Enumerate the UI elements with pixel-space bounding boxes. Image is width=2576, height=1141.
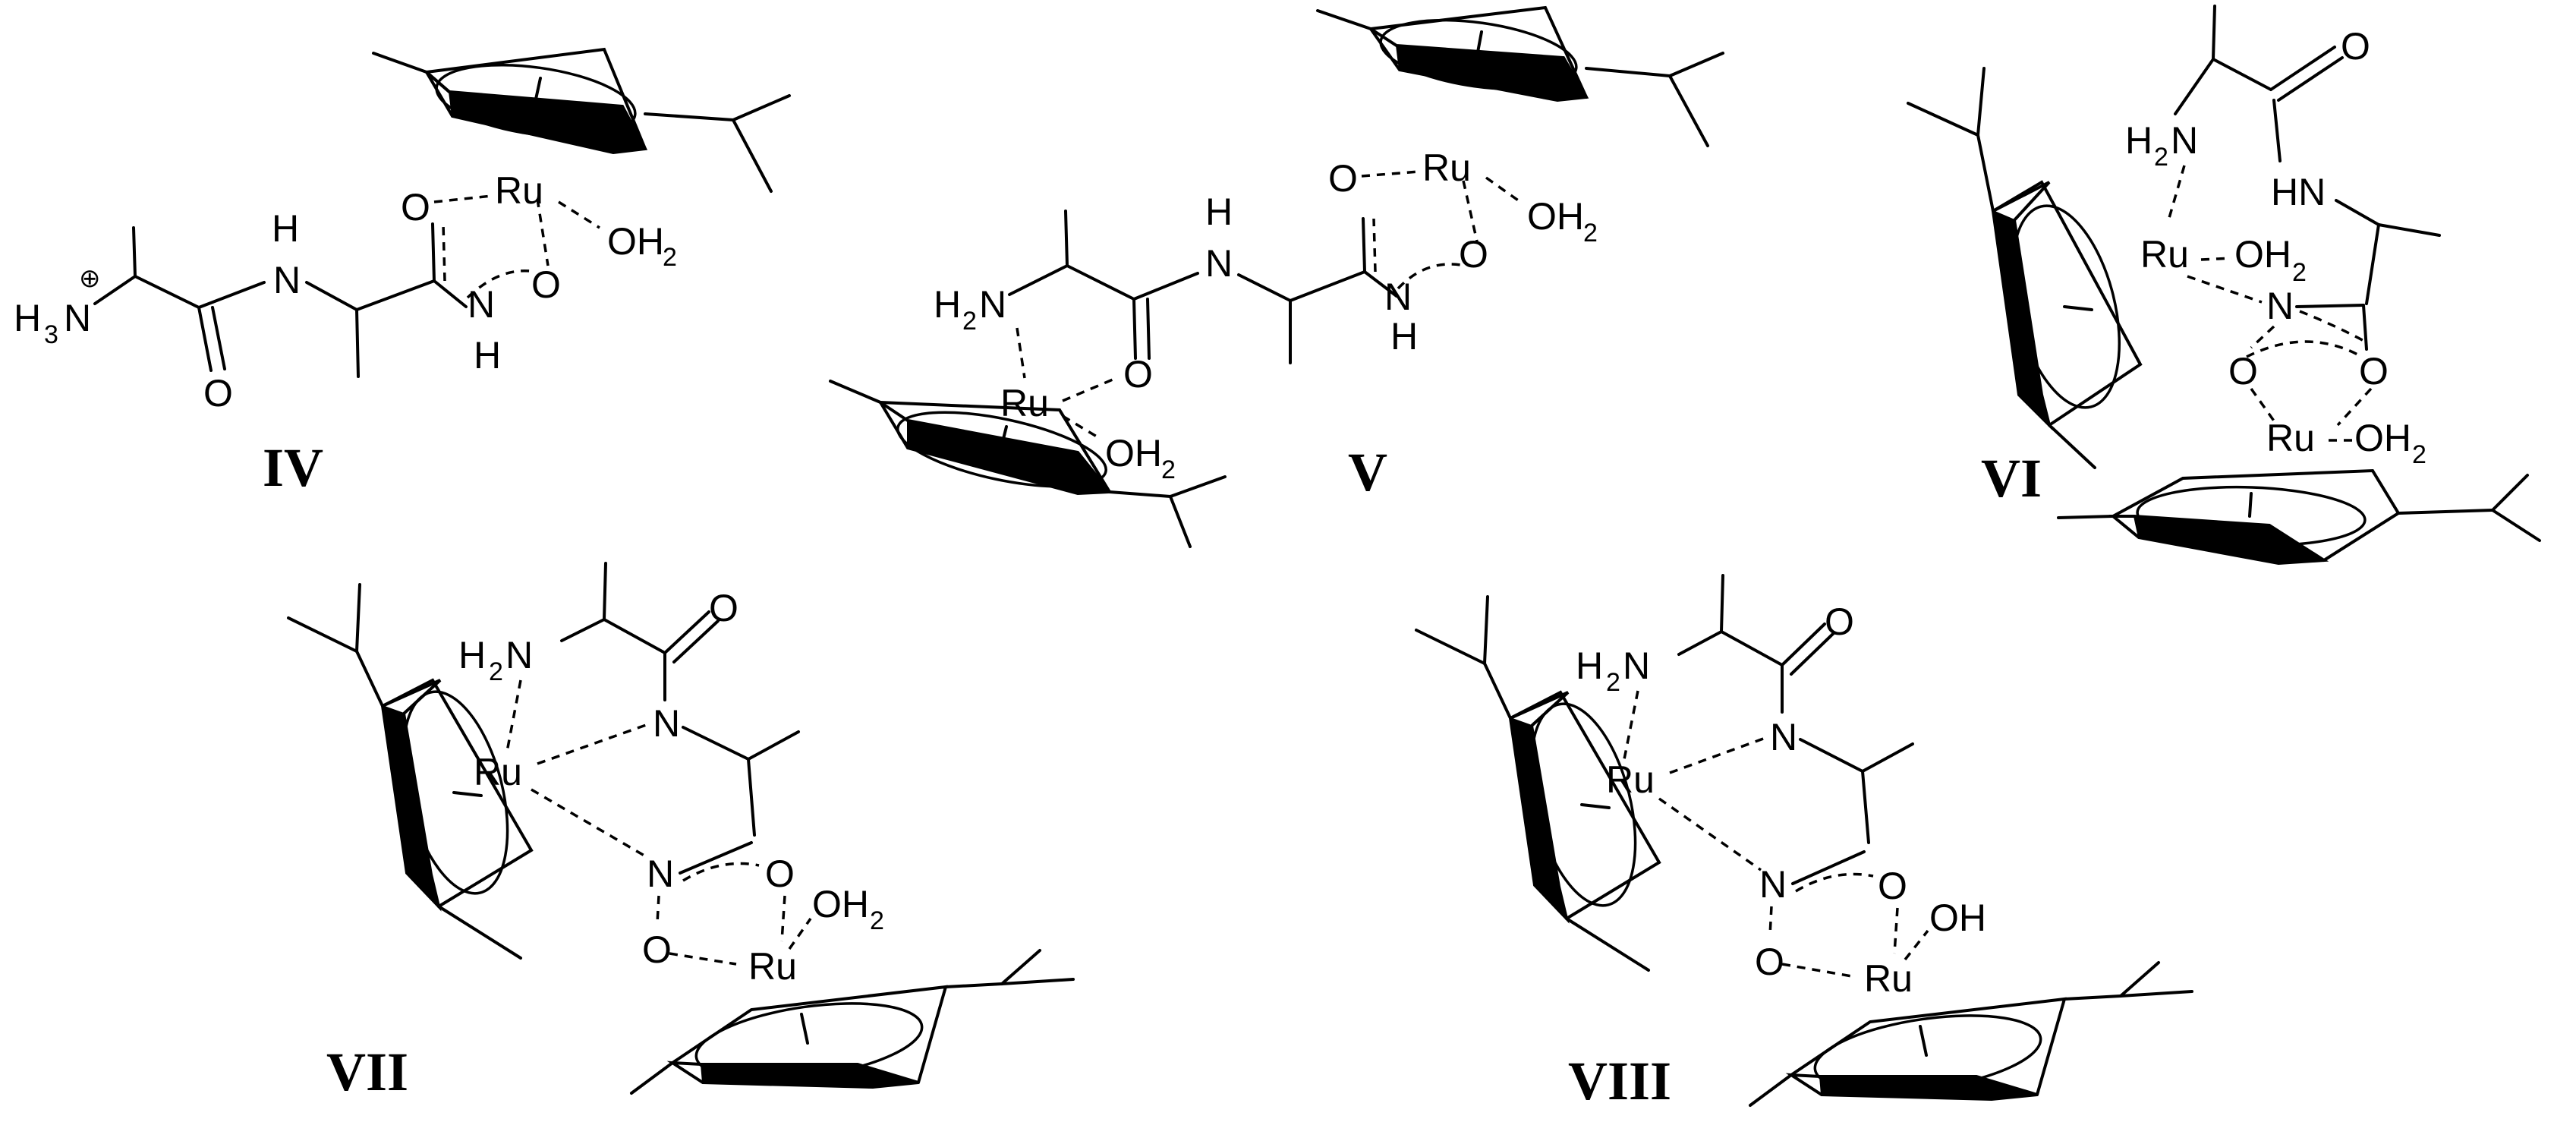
aqua-subscript-right: 2 xyxy=(2412,440,2426,469)
amide-n: N xyxy=(273,259,301,301)
hydroxamate-n: N xyxy=(468,283,495,326)
amine-h: H xyxy=(458,634,486,676)
cymene-ring-bottom xyxy=(829,380,1227,548)
amide-hn: HN xyxy=(2271,171,2326,213)
compound-label: V xyxy=(1348,442,1387,503)
amine-h: H xyxy=(934,283,961,326)
amide-n: N xyxy=(653,702,680,745)
amine-h: H xyxy=(2125,119,2152,162)
hydroxamate-n: N xyxy=(647,853,674,895)
acyl-o: O xyxy=(401,186,430,229)
cymene-ring-right xyxy=(2057,468,2541,566)
ruthenium-right: Ru xyxy=(1864,957,1913,1000)
ammonium-subscript: 3 xyxy=(44,320,58,349)
amine-subscript: 2 xyxy=(962,307,977,336)
compound-vii: O H 2 N N Ru N O O OH 2 Ru xyxy=(287,562,1075,1102)
aqua-oh-right: OH xyxy=(2354,417,2411,459)
aqua-subscript-bottom: 2 xyxy=(1161,455,1176,484)
hydroxamate-o-right: O xyxy=(1878,865,1907,907)
compound-label: VI xyxy=(1981,448,2042,509)
amide-n: N xyxy=(1770,716,1797,758)
cymene-ring-left xyxy=(287,583,534,960)
amide-h: H xyxy=(1205,191,1233,233)
cymene-ring-top xyxy=(1316,5,1724,147)
aqua-oh: OH xyxy=(607,220,664,263)
hydroxamate-o: O xyxy=(531,263,561,306)
ruthenium-right: Ru xyxy=(2266,417,2315,459)
hydroxamate-h: H xyxy=(474,334,501,377)
aqua-subscript-top: 2 xyxy=(1583,219,1598,247)
ruthenium-bottom: Ru xyxy=(1000,382,1049,424)
carbonyl-o: O xyxy=(709,587,738,629)
aqua-oh: OH xyxy=(812,883,869,925)
hydroxamate-o-left: O xyxy=(2228,350,2258,392)
compound-label: VIII xyxy=(1568,1051,1671,1111)
aqua-oh-left: OH xyxy=(2234,233,2291,276)
carbonyl-o: O xyxy=(1123,353,1153,396)
amine-h: H xyxy=(1576,645,1603,687)
aqua-subscript: 2 xyxy=(870,906,884,935)
cymene-ring-right xyxy=(630,949,1075,1095)
ruthenium-left: Ru xyxy=(2140,233,2189,276)
aqua-subscript: 2 xyxy=(663,243,677,272)
compound-v: H 2 N O H N O Ru O N H OH 2 Ru OH 2 V xyxy=(829,5,1724,548)
hydroxamate-n: N xyxy=(2266,285,2294,327)
positive-charge: ⊕ xyxy=(79,264,101,293)
hydroxamate-o-right: O xyxy=(765,853,795,895)
hydroxamate-h: H xyxy=(1390,315,1418,358)
amide-h: H xyxy=(272,207,299,250)
amine-n: N xyxy=(2171,119,2198,162)
ruthenium: Ru xyxy=(495,169,543,212)
aqua-subscript-left: 2 xyxy=(2292,258,2307,287)
acyl-o: O xyxy=(1328,157,1358,200)
hydroxamate-o-right: O xyxy=(2359,350,2389,392)
amine-n: N xyxy=(979,283,1006,326)
aqua-oh-bottom: OH xyxy=(1105,432,1162,474)
cymene-ring-right xyxy=(1749,961,2193,1107)
hydroxamate-o-left: O xyxy=(1755,941,1784,983)
carbonyl-o: O xyxy=(203,372,233,414)
amine-subscript: 2 xyxy=(2154,143,2168,172)
hydroxamate-n: N xyxy=(1384,276,1412,318)
amide-n: N xyxy=(1205,242,1233,285)
aqua-oh-top: OH xyxy=(1527,195,1584,238)
amine-n: N xyxy=(505,634,533,676)
carbonyl-o: O xyxy=(2341,25,2370,68)
compound-iv: H 3 N ⊕ O H N O Ru O N H OH 2 IV xyxy=(14,47,791,498)
ammonium-h: H xyxy=(14,297,41,339)
ammonium-n: N xyxy=(64,297,91,339)
hydroxamate-o: O xyxy=(1459,233,1488,276)
hydroxide-oh: OH xyxy=(1929,897,1986,939)
compound-label: IV xyxy=(263,437,323,498)
hydroxamate-o-left: O xyxy=(642,928,672,971)
cymene-ring-left xyxy=(1907,67,2143,469)
compound-viii: O H 2 N N Ru N O O OH Ru xyxy=(1415,574,2193,1111)
ruthenium-right: Ru xyxy=(748,945,797,988)
compound-label: VII xyxy=(326,1042,408,1102)
cymene-ring xyxy=(372,47,791,193)
hydroxamate-n: N xyxy=(1759,863,1787,906)
compound-vi: O H 2 N HN Ru OH 2 N O O Ru OH 2 xyxy=(1907,5,2541,566)
amine-n: N xyxy=(1623,645,1650,687)
amine-subscript: 2 xyxy=(489,657,503,686)
cymene-ring-left xyxy=(1415,595,1661,972)
amine-subscript: 2 xyxy=(1606,668,1620,697)
